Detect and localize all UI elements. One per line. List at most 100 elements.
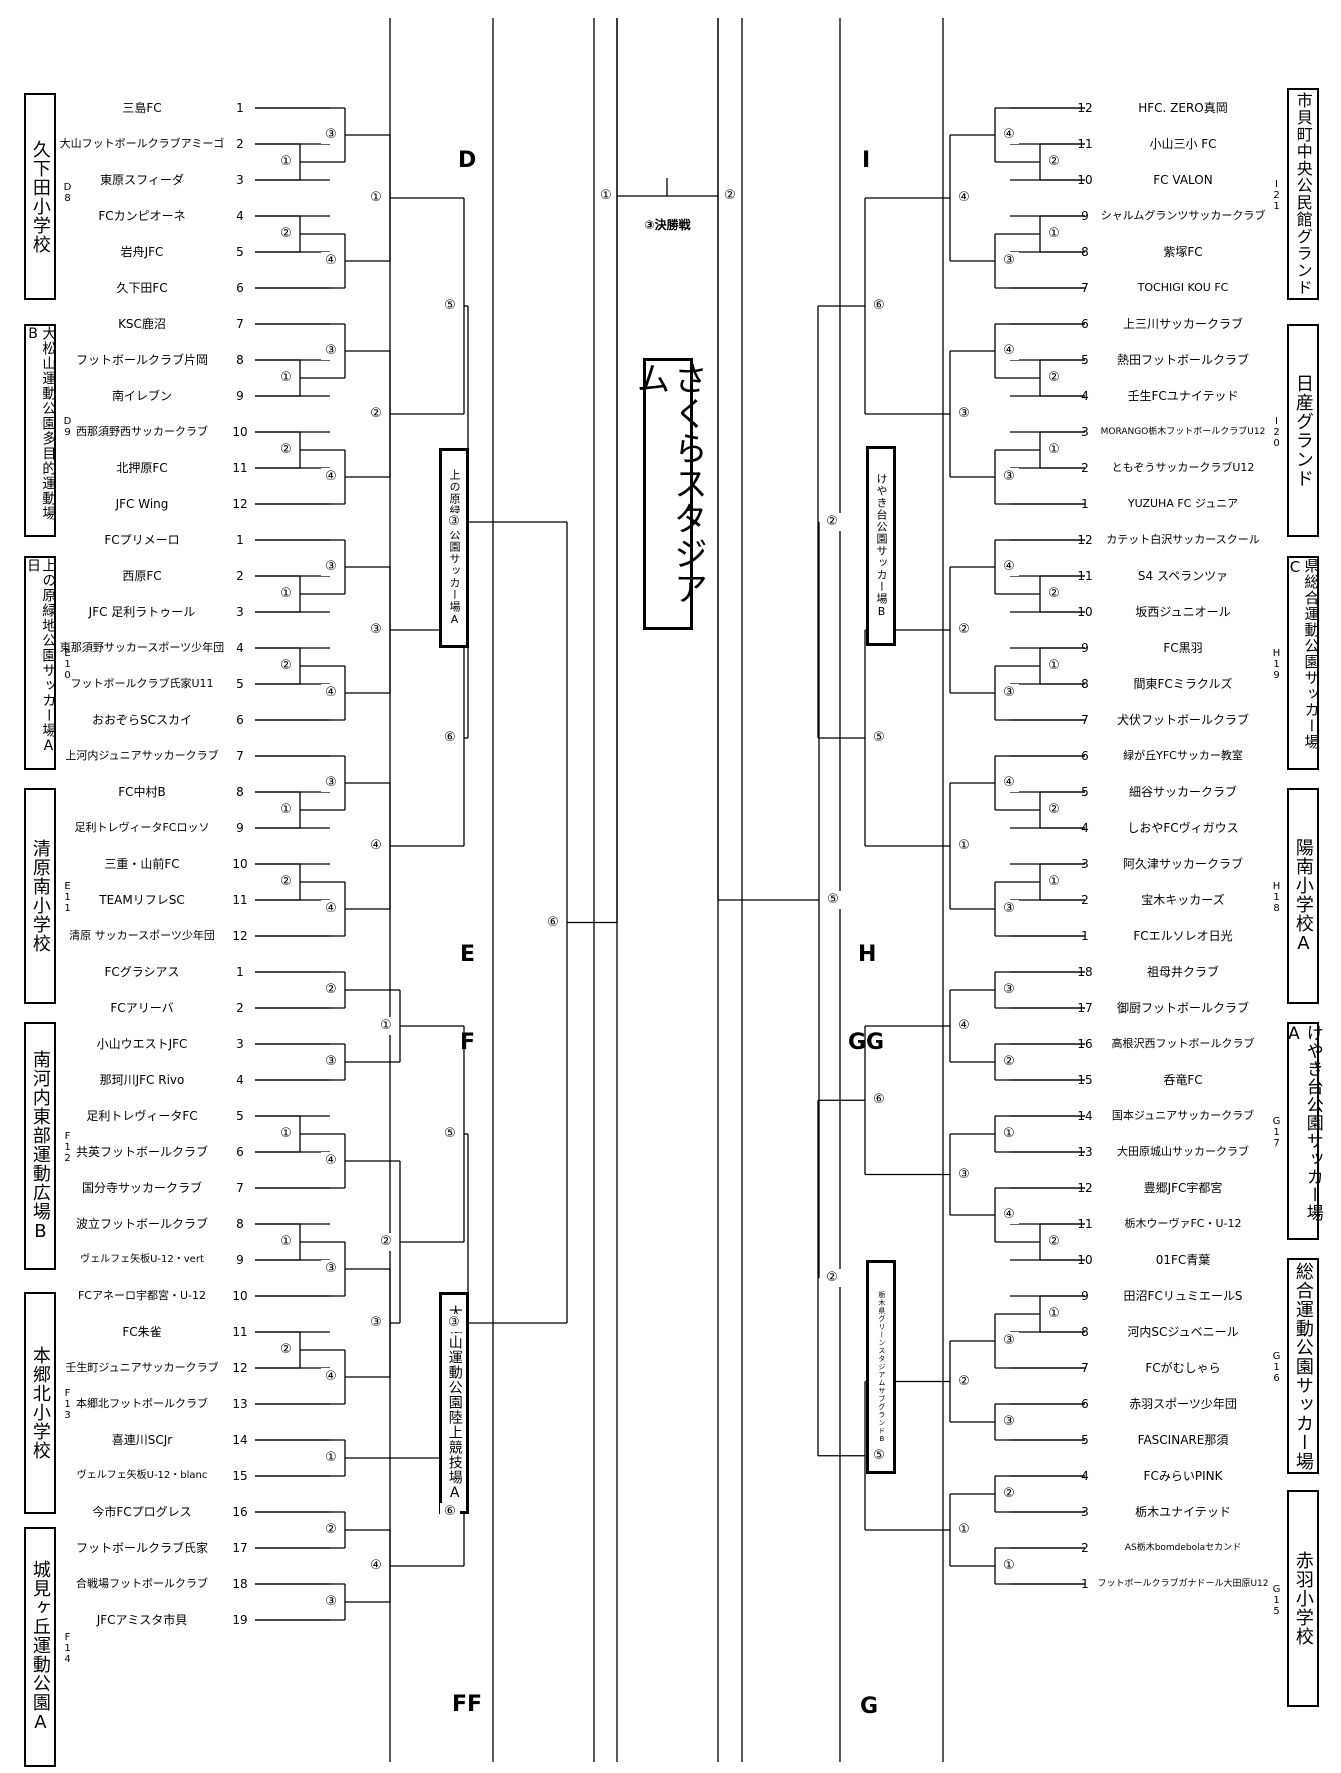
- match-number: ⑥: [440, 729, 460, 747]
- match-number: ④: [321, 252, 341, 270]
- team-number: 6: [236, 281, 244, 295]
- match-number: ④: [321, 1368, 341, 1386]
- team-name: 東那須野サッカースポーツ少年団: [59, 641, 225, 654]
- match-number: ③: [444, 513, 464, 531]
- venue-name: 日産グランド: [1292, 373, 1314, 488]
- team-number: 16: [1077, 1037, 1093, 1051]
- block-label-h: H: [858, 942, 877, 967]
- match-number: ④: [999, 1206, 1019, 1224]
- match-number: ③: [999, 684, 1019, 702]
- match-number: ②: [822, 1269, 842, 1287]
- team-number: 8: [1081, 1325, 1089, 1339]
- match-number: ②: [276, 1341, 296, 1359]
- team-number: 12: [1077, 533, 1093, 547]
- match-number: ②: [276, 225, 296, 243]
- match-number: ②: [276, 657, 296, 675]
- team-name: 三重・山前FC: [104, 857, 180, 871]
- team-number: 10: [232, 425, 248, 439]
- match-number: ②: [1044, 153, 1064, 171]
- match-number: ④: [999, 774, 1019, 792]
- team-number: 5: [236, 677, 244, 691]
- venue-name: 市貝町中央公民館グランド: [1293, 92, 1313, 296]
- team-number: 11: [1077, 1217, 1093, 1231]
- match-number: ④: [999, 558, 1019, 576]
- team-name: 足利トレヴィータFC: [86, 1109, 198, 1123]
- match-number: ④: [321, 900, 341, 918]
- match-number: ③: [999, 1332, 1019, 1350]
- venue-code: I21: [1271, 179, 1282, 212]
- stadium-name: さくらスタジアム: [630, 361, 708, 606]
- team-number: 1: [236, 101, 244, 115]
- team-number: 5: [1081, 785, 1089, 799]
- match-number: ③: [321, 1593, 341, 1611]
- team-number: 12: [232, 497, 248, 511]
- team-number: 5: [1081, 353, 1089, 367]
- venue-code: F14: [62, 1632, 73, 1665]
- team-name: 国分寺サッカークラブ: [81, 1181, 202, 1195]
- team-number: 11: [232, 1325, 248, 1339]
- match-number: ②: [376, 1233, 396, 1251]
- team-number: 3: [1081, 1505, 1089, 1519]
- match-number: ①: [1044, 441, 1064, 459]
- team-name: JFCアミスタ市貝: [96, 1613, 188, 1627]
- match-number: ③: [321, 1053, 341, 1071]
- team-number: 9: [236, 821, 244, 835]
- team-name: 共英フットボールクラブ: [75, 1145, 208, 1159]
- team-number: 2: [236, 1001, 244, 1015]
- match-number: ②: [999, 1053, 1019, 1071]
- venue-box: 清原南小学校: [24, 788, 56, 1004]
- venue-name: 総合運動公園サッカー場: [1292, 1261, 1314, 1471]
- team-name: フットボールクラブ氏家U11: [70, 677, 214, 690]
- match-number: ③: [366, 1314, 386, 1332]
- block-label-i: I: [862, 148, 871, 173]
- match-number: ③: [999, 252, 1019, 270]
- team-name: 上河内ジュニアサッカークラブ: [65, 749, 219, 762]
- team-name: 清原 サッカースポーツ少年団: [69, 929, 215, 942]
- final-right-mark: ②: [720, 187, 740, 205]
- team-name: 西原FC: [122, 569, 162, 583]
- team-name: KSC鹿沼: [118, 317, 166, 331]
- team-number: 6: [236, 1145, 244, 1159]
- match-number: ③: [999, 981, 1019, 999]
- match-number: ①: [1044, 657, 1064, 675]
- team-number: 18: [1077, 965, 1093, 979]
- venue-code: G15: [1271, 1583, 1282, 1617]
- match-number: ②: [1044, 369, 1064, 387]
- team-number: 13: [1077, 1145, 1093, 1159]
- match-number: ③: [321, 342, 341, 360]
- venue-name: 清原南小学校: [29, 839, 51, 953]
- block-label-e: E: [460, 942, 476, 967]
- team-name: 本郷北フットボールクラブ: [76, 1397, 208, 1410]
- team-name: 宝木キッカーズ: [1141, 893, 1225, 907]
- match-number: ③: [954, 405, 974, 423]
- team-name: JFC 足利ラトゥール: [88, 605, 196, 619]
- team-number: 15: [232, 1469, 248, 1483]
- venue-name: 城見ヶ丘運動公園A: [29, 1560, 51, 1734]
- venue-box: 市貝町中央公民館グランド: [1287, 88, 1319, 300]
- team-name: 今市FCプログレス: [92, 1505, 192, 1519]
- team-number: 1: [1081, 1577, 1089, 1591]
- team-number: 7: [1081, 1361, 1089, 1375]
- team-name: JFC Wing: [115, 497, 169, 511]
- match-number: ④: [321, 468, 341, 486]
- match-number: ④: [321, 684, 341, 702]
- block-label-gg: GG: [848, 1030, 885, 1055]
- venue-box: 総合運動公園サッカー場: [1287, 1258, 1319, 1474]
- team-name: 上三川サッカークラブ: [1122, 317, 1243, 331]
- match-number: ⑥: [440, 1503, 460, 1521]
- team-name: 河内SCジュベニール: [1127, 1325, 1239, 1339]
- team-name: 阿久津サッカークラブ: [1122, 857, 1243, 871]
- match-number: ①: [366, 189, 386, 207]
- team-name: 小山三小 FC: [1149, 137, 1217, 151]
- team-name: 01FC青葉: [1155, 1253, 1211, 1267]
- team-name: S4 スペランツァ: [1137, 569, 1229, 583]
- team-name: FCカンピオーネ: [98, 209, 186, 223]
- team-number: 7: [1081, 281, 1089, 295]
- match-number: ②: [954, 621, 974, 639]
- team-name: 壬生町ジュニアサッカークラブ: [65, 1361, 219, 1374]
- team-number: 8: [1081, 245, 1089, 259]
- match-number: ⑤: [869, 1446, 889, 1465]
- venue-code: F12: [62, 1131, 73, 1164]
- team-number: 11: [1077, 137, 1093, 151]
